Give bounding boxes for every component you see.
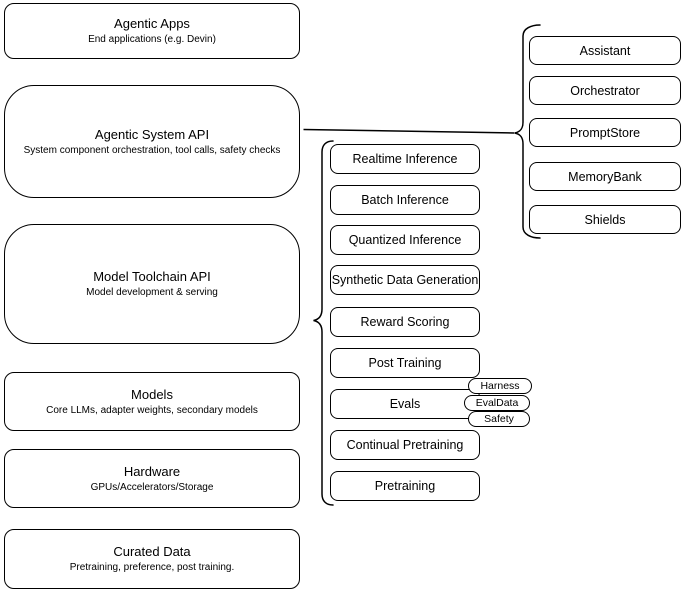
component-label: Orchestrator bbox=[570, 83, 640, 98]
box-quantized-inference: Quantized Inference bbox=[330, 225, 480, 255]
layer-subtitle: Core LLMs, adapter weights, secondary mo… bbox=[46, 404, 258, 416]
box-models: Models Core LLMs, adapter weights, secon… bbox=[4, 372, 300, 431]
box-hardware: Hardware GPUs/Accelerators/Storage bbox=[4, 449, 300, 508]
box-assistant: Assistant bbox=[529, 36, 681, 65]
box-reward-scoring: Reward Scoring bbox=[330, 307, 480, 337]
layer-subtitle: GPUs/Accelerators/Storage bbox=[90, 481, 214, 493]
pill-label: Harness bbox=[480, 380, 520, 392]
box-pretraining: Pretraining bbox=[330, 471, 480, 501]
box-agentic-system-api: Agentic System API System component orch… bbox=[4, 85, 300, 198]
layer-subtitle: Pretraining, preference, post training. bbox=[69, 562, 235, 573]
layer-title: Models bbox=[131, 386, 173, 402]
box-evals: Evals bbox=[330, 389, 480, 419]
box-post-training: Post Training bbox=[330, 348, 480, 378]
component-label: Shields bbox=[584, 212, 626, 227]
box-batch-inference: Batch Inference bbox=[330, 185, 480, 215]
pill-label: EvalData bbox=[475, 397, 519, 409]
toolchain-label: Post Training bbox=[368, 356, 442, 370]
toolchain-label: Reward Scoring bbox=[360, 315, 450, 329]
toolchain-label: Quantized Inference bbox=[348, 233, 462, 247]
layer-subtitle: End applications (e.g. Devin) bbox=[88, 34, 216, 45]
box-synthetic-data-generation: Synthetic Data Generation bbox=[330, 265, 480, 295]
box-curated-data: Curated Data Pretraining, preference, po… bbox=[4, 529, 300, 589]
layer-title: Curated Data bbox=[113, 544, 191, 559]
pill-safety: Safety bbox=[468, 411, 530, 427]
layer-title: Agentic Apps bbox=[114, 16, 190, 31]
layer-subtitle: System component orchestration, tool cal… bbox=[23, 144, 281, 156]
box-continual-pretraining: Continual Pretraining bbox=[330, 430, 480, 460]
toolchain-label: Batch Inference bbox=[361, 193, 449, 207]
toolchain-label: Evals bbox=[389, 397, 421, 411]
pill-harness: Harness bbox=[468, 378, 532, 394]
pill-label: Safety bbox=[484, 413, 514, 425]
component-label: PromptStore bbox=[569, 125, 641, 140]
layer-title: Hardware bbox=[123, 463, 181, 479]
layer-title: Model Toolchain API bbox=[93, 269, 211, 284]
component-label: MemoryBank bbox=[568, 169, 642, 184]
box-orchestrator: Orchestrator bbox=[529, 76, 681, 105]
box-memorybank: MemoryBank bbox=[529, 162, 681, 191]
pill-evaldata: EvalData bbox=[464, 395, 530, 411]
layer-subtitle: Model development & serving bbox=[86, 287, 218, 298]
box-realtime-inference: Realtime Inference bbox=[330, 144, 480, 174]
box-agentic-apps: Agentic Apps End applications (e.g. Devi… bbox=[4, 3, 300, 59]
connector-line bbox=[303, 128, 515, 134]
box-model-toolchain-api: Model Toolchain API Model development & … bbox=[4, 224, 300, 344]
box-shields: Shields bbox=[529, 205, 681, 234]
toolchain-label: Realtime Inference bbox=[352, 152, 458, 166]
toolchain-label: Synthetic Data Generation bbox=[331, 273, 479, 287]
box-promptstore: PromptStore bbox=[529, 118, 681, 147]
toolchain-label: Pretraining bbox=[374, 479, 436, 493]
component-label: Assistant bbox=[579, 43, 631, 58]
toolchain-label: Continual Pretraining bbox=[346, 438, 464, 452]
layer-title: Agentic System API bbox=[94, 126, 210, 142]
